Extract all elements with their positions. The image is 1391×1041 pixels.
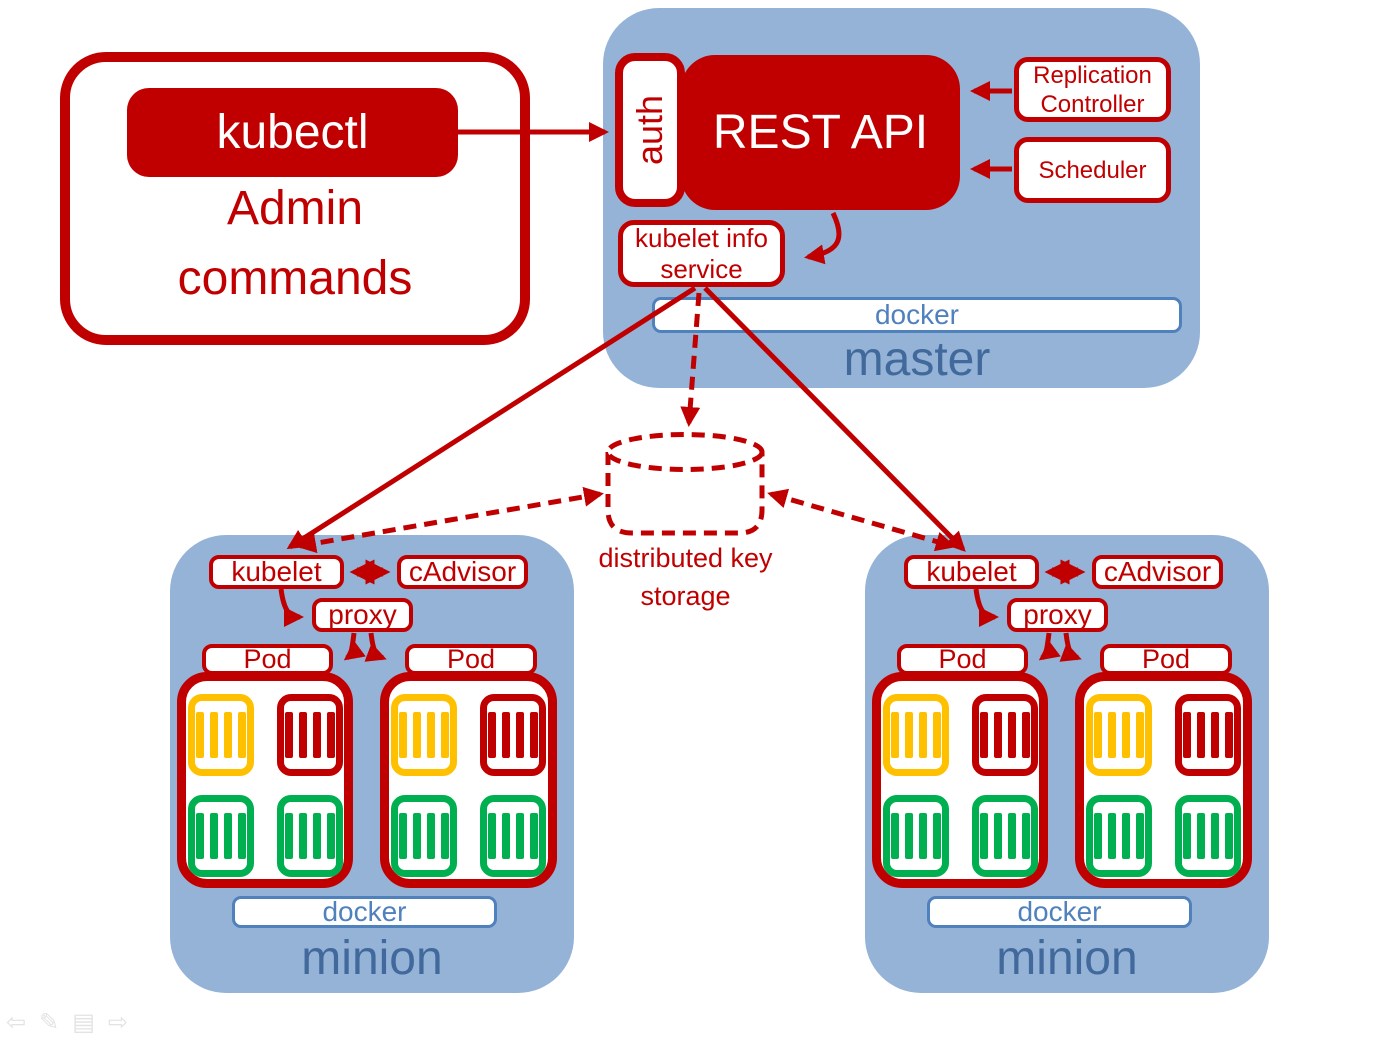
master-docker-bar: docker <box>652 297 1182 333</box>
scheduler-label: Scheduler <box>1038 156 1147 184</box>
minion-node-label: minion <box>996 932 1138 985</box>
scheduler-box: Scheduler <box>1014 137 1171 203</box>
kubelet-box: kubelet <box>904 555 1039 589</box>
proxy-label: proxy <box>328 599 397 630</box>
pod-label-box: Pod <box>405 644 537 675</box>
cadvisor-label: cAdvisor <box>1103 556 1212 587</box>
container-icon <box>1086 694 1152 776</box>
cadvisor-label: cAdvisor <box>408 556 517 587</box>
kubelet-info-service-box: kubelet info service <box>618 220 785 287</box>
next-slide-icon[interactable]: ⇨ <box>107 1009 129 1036</box>
kubelet-label: kubelet <box>926 556 1017 587</box>
container-icon <box>972 794 1038 877</box>
minion-docker-label: docker <box>1017 896 1102 927</box>
container-icon <box>1086 794 1152 877</box>
container-icon <box>1175 794 1241 877</box>
pod-label: Pod <box>938 644 987 674</box>
cadvisor-box: cAdvisor <box>1092 555 1223 589</box>
minion-docker-label: docker <box>322 896 407 927</box>
auth-box: auth <box>615 53 685 207</box>
kubectl-box: kubectl <box>127 88 458 177</box>
minion-docker-bar: docker <box>927 896 1192 928</box>
kubelet-label: kubelet <box>231 556 322 587</box>
etcd-label: etcd <box>641 472 729 524</box>
admin-commands-label: Admin commands <box>177 182 413 305</box>
pod-label-box: Pod <box>202 644 333 675</box>
minion-node-box: kubelet cAdvisor proxy Pod Pod docker <box>865 535 1269 993</box>
kubelet-info-service-label: kubelet info service <box>635 222 768 284</box>
pod-label: Pod <box>1141 644 1191 674</box>
proxy-label: proxy <box>1023 599 1092 630</box>
container-icon <box>480 794 546 877</box>
proxy-box: proxy <box>1007 598 1108 632</box>
minion-docker-bar: docker <box>232 896 497 928</box>
container-icon <box>188 794 254 877</box>
menu-icon[interactable]: ▤ <box>72 1009 95 1036</box>
pod-label: Pod <box>243 644 292 674</box>
viewer-controls: ⇦ ✎ ▤ ⇨ <box>6 1008 128 1037</box>
container-icon <box>883 794 949 877</box>
container-icon <box>277 694 343 776</box>
etcd-caption: distributed key storage <box>598 543 773 611</box>
pod-box <box>1075 672 1252 888</box>
container-icon <box>883 694 949 776</box>
container-icon <box>188 694 254 776</box>
container-icon <box>972 694 1038 776</box>
pod-label-box: Pod <box>897 644 1028 675</box>
cadvisor-box: cAdvisor <box>397 555 528 589</box>
pen-icon[interactable]: ✎ <box>39 1009 60 1036</box>
replication-controller-box: Replication Controller <box>1014 57 1171 122</box>
master-node-label: master <box>843 333 991 386</box>
etcd-cylinder-top <box>605 432 765 472</box>
kubelet-box: kubelet <box>209 555 344 589</box>
pod-box <box>380 672 557 888</box>
container-icon <box>391 794 457 877</box>
replication-controller-label: Replication Controller <box>1033 61 1152 118</box>
pod-label-box: Pod <box>1100 644 1232 675</box>
prev-slide-icon[interactable]: ⇦ <box>6 1009 27 1036</box>
pod-box <box>177 672 353 888</box>
kubectl-label: kubectl <box>216 106 369 159</box>
proxy-box: proxy <box>312 598 413 632</box>
auth-label: auth <box>629 94 671 166</box>
container-icon <box>480 694 546 776</box>
minion-node-box: kubelet cAdvisor proxy Pod Pod docker <box>170 535 574 993</box>
rest-api-box: REST API <box>681 55 960 210</box>
container-icon <box>1175 694 1241 776</box>
master-docker-label: docker <box>874 299 960 330</box>
container-icon <box>391 694 457 776</box>
pod-label: Pod <box>446 644 496 674</box>
minion-node-label: minion <box>301 932 443 985</box>
pod-box <box>872 672 1048 888</box>
container-icon <box>277 794 343 877</box>
rest-api-label: REST API <box>712 106 929 159</box>
